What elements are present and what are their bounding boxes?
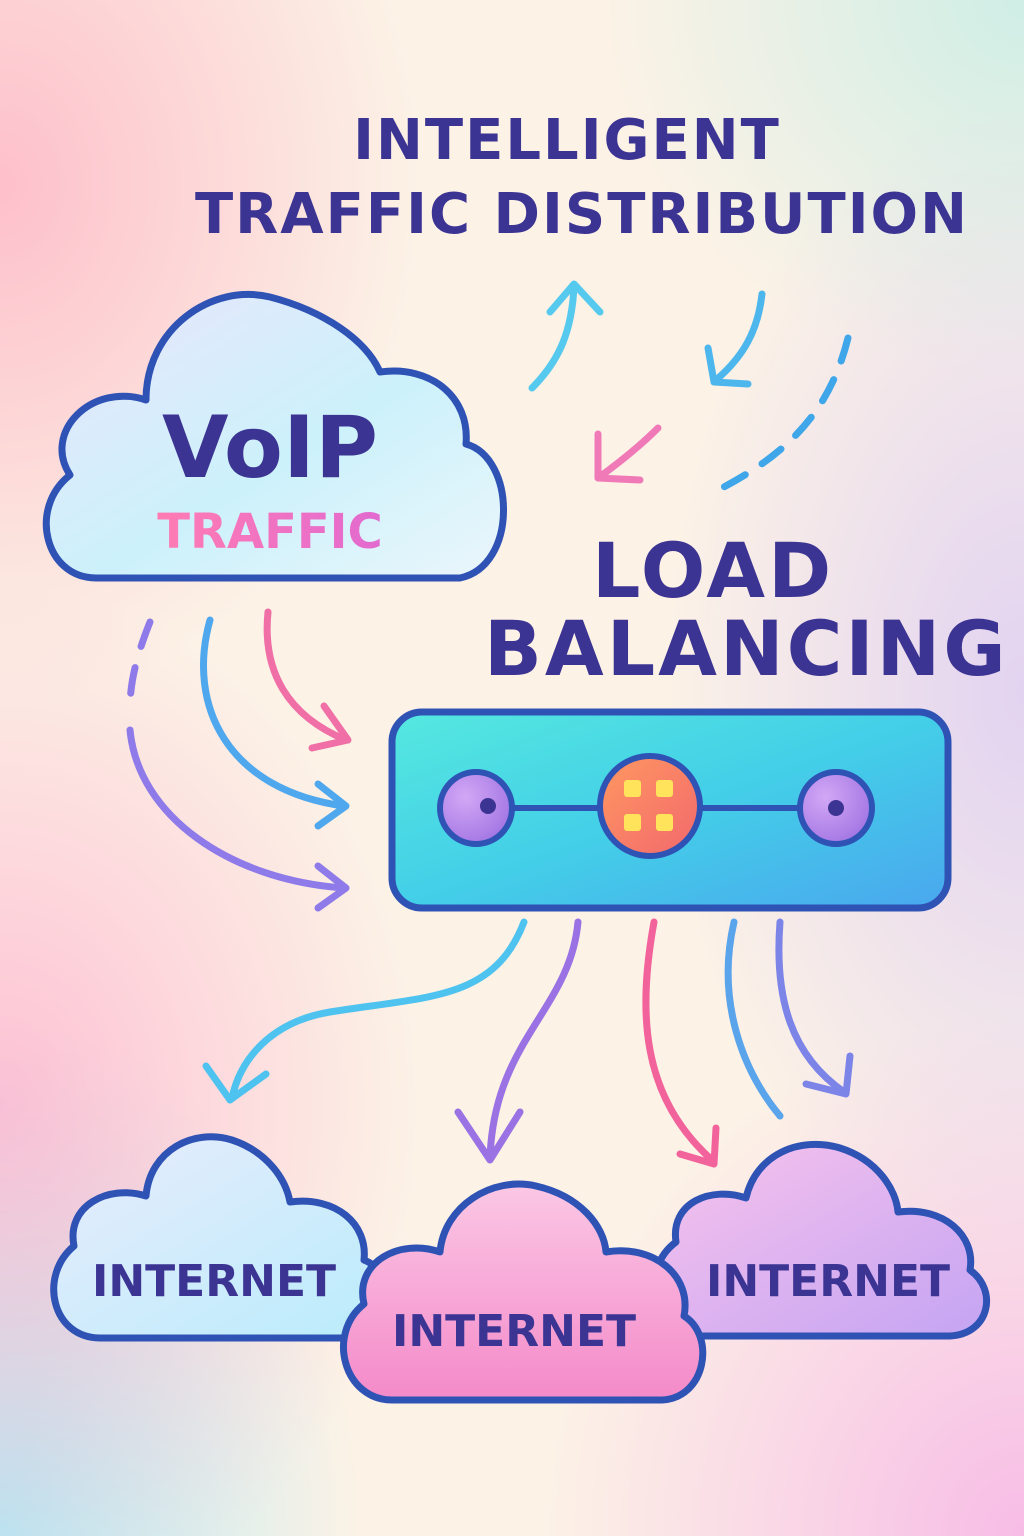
voip-cloud-shape [42,290,507,582]
top-arrows [528,280,852,492]
internet-cloud-2-label: INTERNET [392,1306,636,1357]
inbound-arrow-pink [263,608,352,752]
hub-node [597,753,703,859]
inbound-arrow-blue [200,616,350,830]
outbound-arrows [202,918,854,1168]
outbound-arrow-cyan [202,918,528,1104]
voip-traffic-label: TRAFFIC [157,504,383,560]
title-line-1: INTELLIGENT [353,108,781,173]
outbound-arrow-pink [642,918,720,1168]
internet-cloud-1-label: INTERNET [92,1256,336,1307]
internet-cloud-3-label: INTERNET [706,1256,950,1307]
outbound-arrow-purple [454,918,582,1164]
arrow-dashed [718,334,852,492]
left-node [437,769,515,847]
arrow-up-cyan [528,280,604,392]
arrow-pink-down [594,424,662,484]
load-balancer-device [388,708,952,912]
voip-label: VoIP [162,398,378,498]
voip-cloud: VoIP TRAFFIC [42,290,507,582]
load-balancing-label-line-1: LOAD [592,526,835,615]
inbound-arrows [126,608,352,912]
title-line-2: TRAFFIC DISTRIBUTION [194,182,970,247]
outbound-arrow-blue [724,918,784,1120]
load-balancing-label-line-2: BALANCING [484,604,1009,693]
internet-cloud-2: INTERNET [340,1180,707,1404]
right-node [797,769,875,847]
internet-cloud-3: INTERNET [650,1140,990,1340]
internet-cloud-1: INTERNET [50,1133,393,1342]
outbound-arrow-violet [775,918,854,1098]
inbound-arrow-dashed [126,618,350,912]
arrow-down-cyan [704,290,766,388]
